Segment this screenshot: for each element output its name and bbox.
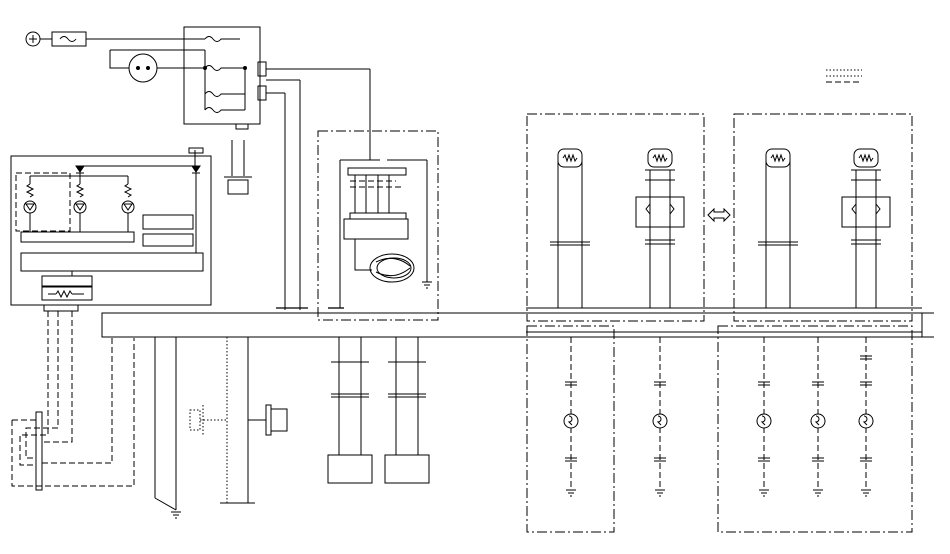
- ground-branch: [154, 337, 181, 519]
- sensor-unit: [563, 337, 579, 497]
- pump-unit-enclosure: [317, 130, 439, 321]
- sensor-unit: [858, 337, 874, 497]
- module-dashed-harness: [11, 304, 135, 491]
- line-style-legend: [826, 69, 862, 83]
- actuator-left: [327, 337, 373, 484]
- upper-units: [550, 148, 891, 308]
- sensor-unit: [652, 337, 668, 497]
- sensor-unit: [756, 337, 772, 497]
- main-fuse: [51, 31, 205, 47]
- dotted-connector-branch: [189, 337, 228, 503]
- control-module: [10, 147, 212, 306]
- upper-left-cabinet: [526, 113, 705, 322]
- solid-connector-branch: [220, 337, 288, 504]
- heater-unit: [758, 148, 798, 308]
- heater-unit: [635, 148, 685, 308]
- lower-left-cabinet: [526, 325, 615, 533]
- lower-right-cabinet: [717, 325, 913, 533]
- power-source-symbol: [25, 31, 52, 47]
- double-arrow-icon: [707, 207, 731, 223]
- sensor-unit: [810, 337, 826, 497]
- relay-feed-wires: [276, 69, 371, 310]
- connector-plug: [224, 140, 252, 195]
- main-bus-bar: [101, 307, 934, 338]
- actuator-right: [384, 337, 430, 484]
- heater-unit: [841, 148, 891, 308]
- heater-unit: [550, 148, 590, 308]
- lower-units: [563, 337, 874, 497]
- lamp-symbol: [109, 49, 205, 83]
- relay-box: [183, 26, 370, 130]
- upper-right-cabinet: [733, 113, 913, 322]
